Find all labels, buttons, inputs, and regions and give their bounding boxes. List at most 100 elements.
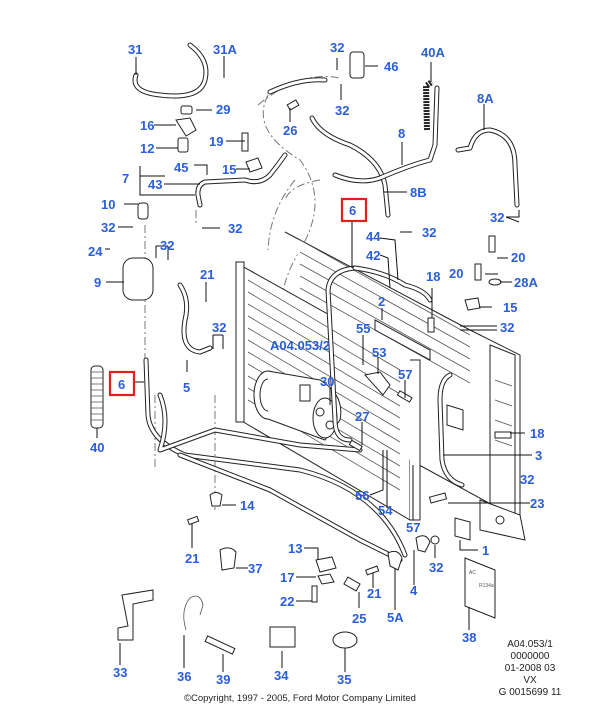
callout-9: 9 <box>94 275 101 290</box>
callout-12: 12 <box>140 141 154 156</box>
callout-57: 57 <box>406 520 420 535</box>
valve-18 <box>427 317 435 333</box>
callout-40: 40 <box>90 440 104 455</box>
callout-32: 32 <box>422 225 436 240</box>
callout-14: 14 <box>240 498 255 513</box>
callout-25: 25 <box>352 611 366 626</box>
callout-labels: 31 31A 29 16 12 19 15 45 7 43 10 32 32 2… <box>88 40 544 687</box>
callout-34: 34 <box>274 668 289 683</box>
meta-line-3: 01-2008 03 <box>505 663 556 674</box>
sleeve-35 <box>332 631 358 649</box>
callout-36: 36 <box>177 669 191 684</box>
callout-2: 2 <box>378 294 385 309</box>
callout-21: 21 <box>185 551 199 566</box>
engine-outline <box>267 179 321 251</box>
callout-21: 21 <box>367 586 381 601</box>
clip-15 <box>245 157 263 173</box>
callout-31: 31 <box>128 42 142 57</box>
callout-45: 45 <box>174 160 188 175</box>
callout-8A: 8A <box>477 91 494 106</box>
callout-20: 20 <box>449 266 463 281</box>
callout-5A: 5A <box>387 610 404 625</box>
callout-46: 46 <box>384 59 398 74</box>
callout-18: 18 <box>530 426 544 441</box>
callout-18: 18 <box>426 269 440 284</box>
compressor <box>253 370 342 441</box>
callout-7: 7 <box>122 171 129 186</box>
meta-line-1: A04.053/1 <box>507 639 553 650</box>
bolt-21c <box>365 565 380 576</box>
callout-23: 23 <box>530 496 544 511</box>
callout-19: 19 <box>209 134 223 149</box>
callout-43: 43 <box>148 177 162 192</box>
callout-28A: 28A <box>514 275 538 290</box>
clip-37 <box>219 547 237 571</box>
callout-54: 54 <box>378 503 393 518</box>
callout-24: 24 <box>88 244 103 259</box>
meta-line-5: G 0015699 11 <box>499 687 562 698</box>
callout-15: 15 <box>503 300 517 315</box>
small-parts <box>90 51 512 655</box>
o-ring-32k <box>430 535 440 545</box>
clip-17 <box>317 573 335 585</box>
callout-32: 32 <box>101 220 115 235</box>
callout-32: 32 <box>520 472 534 487</box>
highlight-box-item-6-left <box>108 370 136 397</box>
bolt-18b <box>494 431 512 439</box>
callout-29: 29 <box>216 102 230 117</box>
callout-3: 3 <box>535 448 542 463</box>
callout-35: 35 <box>337 672 351 687</box>
callout-32: 32 <box>330 40 344 55</box>
callout-30: 30 <box>320 374 334 389</box>
sleeve-40 <box>90 365 104 429</box>
switch-46 <box>349 51 365 79</box>
callout-15: 15 <box>222 162 236 177</box>
callout-32: 32 <box>490 210 504 225</box>
clip-15b <box>464 297 481 311</box>
clamp-14 <box>209 492 223 507</box>
callout-16: 16 <box>140 118 154 133</box>
callout-57: 57 <box>398 367 412 382</box>
callout-31A: 31A <box>213 42 237 57</box>
module-34 <box>269 626 296 648</box>
leader-lines <box>96 56 532 672</box>
refrigerant-pipes <box>132 42 520 563</box>
sensor-39 <box>204 635 236 655</box>
bracket-33 <box>117 589 154 641</box>
callout-39: 39 <box>216 672 230 687</box>
callout-8: 8 <box>398 126 405 141</box>
bolt-25 <box>343 576 361 592</box>
sleeve-40-rings <box>91 371 103 421</box>
bracket-1 <box>454 517 471 541</box>
highlight-box-item-6-top <box>340 197 368 223</box>
washer-28a <box>488 278 502 286</box>
bolt-19 <box>241 132 249 152</box>
callout-40A: 40A <box>421 45 445 60</box>
bolt-20b <box>474 263 482 281</box>
engine-outline <box>144 210 216 510</box>
valve-12 <box>177 137 189 153</box>
bolt-21b <box>186 515 200 526</box>
copyright-notice: ©Copyright, 1997 - 2005, Ford Motor Comp… <box>184 693 416 704</box>
callout-32: 32 <box>429 560 443 575</box>
bracket-3 <box>446 404 464 431</box>
refrigerant-label-plate: AC R134a <box>464 557 496 619</box>
bolt-22 <box>311 585 318 603</box>
reference-label: A04.053/2 <box>270 338 330 353</box>
plate-top-text: AC <box>469 570 476 576</box>
bolt-20a <box>488 235 496 253</box>
diagram-meta-block: A04.053/1 0000000 01-2008 03 VX G 001569… <box>499 639 562 698</box>
flange-5a <box>387 550 403 571</box>
meta-line-2: 0000000 <box>511 651 550 662</box>
callout-32: 32 <box>212 320 226 335</box>
accumulator-9 <box>122 257 154 301</box>
hose-53 <box>364 371 391 396</box>
callout-44: 44 <box>366 229 381 244</box>
plate-middle-text: R134a <box>479 583 494 589</box>
callout-27: 27 <box>355 409 369 424</box>
wire-36 <box>183 595 204 631</box>
flange-4 <box>415 535 431 553</box>
callout-37: 37 <box>248 561 262 576</box>
bolt-26 <box>286 99 300 111</box>
callout-26: 26 <box>283 123 297 138</box>
